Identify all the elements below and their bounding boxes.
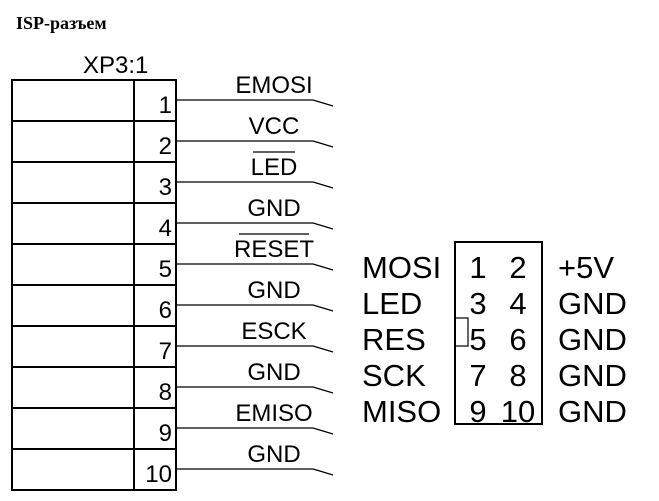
header-left-signal: MOSI [362,250,441,285]
pin-number: 5 [159,256,172,283]
header-right-signal: GND [558,394,627,429]
header-even-pin: 6 [509,322,526,357]
pin-wire [176,304,334,312]
pin-signal-label: LED [251,154,298,181]
pin-signal-label: EMISO [235,400,312,427]
pin-signal-label: ESCK [241,318,306,345]
pin-wire [176,99,334,107]
pin-wire [176,140,334,148]
header-odd-pin: 5 [469,322,486,357]
pin-number: 10 [145,461,172,488]
pin-wire [176,468,334,476]
pin-signal-label: EMOSI [235,72,312,99]
header-left-signal: RES [362,322,426,357]
header-left-signal: LED [362,286,422,321]
pin-wire [176,345,334,353]
connector-ref: XP3:1 [83,52,148,79]
header-left-signal: SCK [362,358,426,393]
pin-signal-label: GND [247,441,300,468]
diagram-title: ISP-разъем [16,13,107,33]
header-odd-pin: 1 [469,250,486,285]
header-even-pin: 8 [509,358,526,393]
pin-signal-label: GND [247,195,300,222]
header-key-notch [454,317,469,347]
pin-signal-label: GND [247,359,300,386]
header-even-pin: 4 [509,286,526,321]
pin-number: 3 [159,174,172,201]
header-right-signal: GND [558,322,627,357]
pin-wire [176,222,334,230]
header-odd-pin: 3 [469,286,486,321]
connector-xp3: 1EMOSI2VCC3LED4GND5RESET6GND7ESCK8GND9EM… [11,72,334,491]
header-left-signal: MISO [362,394,441,429]
header-right-signal: GND [558,358,627,393]
pin-number: 4 [159,215,172,242]
pin-signal-label: GND [247,277,300,304]
header-odd-pin: 7 [469,358,486,393]
header-odd-pin: 9 [469,394,486,429]
header-right-signal: +5V [558,250,614,285]
pin-number: 1 [159,92,172,119]
pin-number: 8 [159,379,172,406]
pin-number: 2 [159,133,172,160]
pin-wire [176,427,334,435]
pin-number: 7 [159,338,172,365]
pin-signal-label: VCC [249,113,300,140]
pin-wire [176,181,334,189]
pin-wire [176,263,334,271]
header-even-pin: 2 [509,250,526,285]
pin-number: 9 [159,420,172,447]
header-right-signal: GND [558,286,627,321]
pin-signal-label: RESET [234,236,314,263]
pin-wire [176,386,334,394]
pin-number: 6 [159,297,172,324]
header-even-pin: 10 [501,394,535,429]
